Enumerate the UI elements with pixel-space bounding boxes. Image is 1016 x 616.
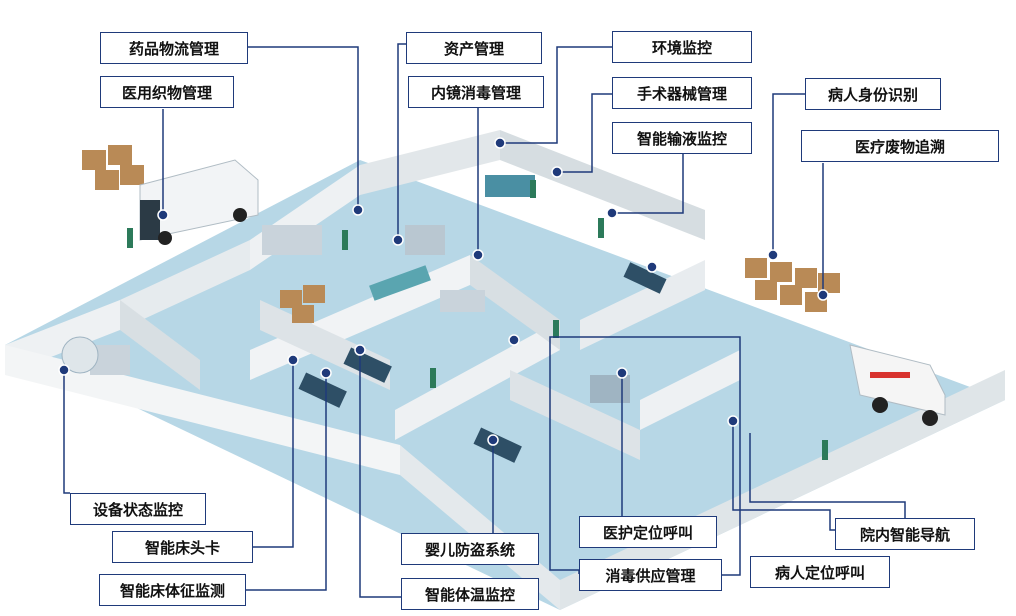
label-infant-antitheft[interactable]: 婴儿防盗系统: [401, 533, 539, 565]
shelf: [405, 225, 445, 255]
label-surgical-instruments[interactable]: 手术器械管理: [612, 77, 752, 109]
front-wall-right2: [560, 370, 1005, 610]
label-smart-bed-card[interactable]: 智能床头卡: [112, 531, 253, 563]
wall-9: [510, 370, 640, 460]
wall-4: [395, 320, 560, 440]
shelf: [440, 290, 485, 312]
or-table: [485, 175, 535, 197]
label-staff-location-call[interactable]: 医护定位呼叫: [579, 516, 717, 548]
label-drug-logistics[interactable]: 药品物流管理: [100, 32, 248, 64]
shelf: [262, 225, 322, 255]
label-smart-temperature[interactable]: 智能体温监控: [401, 578, 539, 610]
mri-scanner: [61, 336, 99, 374]
wall-7: [640, 350, 740, 430]
label-smart-infusion[interactable]: 智能输液监控: [612, 122, 752, 154]
label-indoor-navigation[interactable]: 院内智能导航: [835, 518, 975, 550]
label-endoscope-disinfection[interactable]: 内镜消毒管理: [408, 76, 544, 108]
label-disinfection-supply[interactable]: 消毒供应管理: [579, 559, 722, 591]
ambulance: [849, 344, 946, 426]
wall-2: [120, 240, 250, 330]
bed: [623, 262, 667, 294]
wall-8: [120, 300, 200, 390]
back-wall-right: [360, 130, 500, 195]
label-env-monitoring[interactable]: 环境监控: [612, 31, 752, 63]
box-stack: [82, 145, 840, 323]
location-markers: [58, 137, 829, 446]
wall-5: [580, 260, 705, 350]
bed: [343, 347, 392, 383]
front-wall-left: [5, 345, 400, 475]
label-asset-mgmt[interactable]: 资产管理: [406, 32, 542, 64]
delivery-van: [139, 159, 259, 245]
label-medical-waste[interactable]: 医疗废物追溯: [801, 130, 999, 162]
shelf: [590, 375, 630, 403]
label-smart-vital-signs[interactable]: 智能床体征监测: [99, 574, 246, 606]
front-wall-right: [400, 445, 560, 610]
wall-6: [470, 255, 560, 350]
bed: [369, 265, 431, 301]
label-patient-location-call[interactable]: 病人定位呼叫: [750, 556, 890, 588]
bed: [473, 427, 522, 463]
label-device-status[interactable]: 设备状态监控: [70, 493, 206, 525]
label-patient-identity[interactable]: 病人身份识别: [805, 78, 941, 110]
label-medical-textile[interactable]: 医用织物管理: [100, 76, 234, 108]
bed: [298, 372, 347, 408]
staff-figures: [127, 180, 828, 460]
